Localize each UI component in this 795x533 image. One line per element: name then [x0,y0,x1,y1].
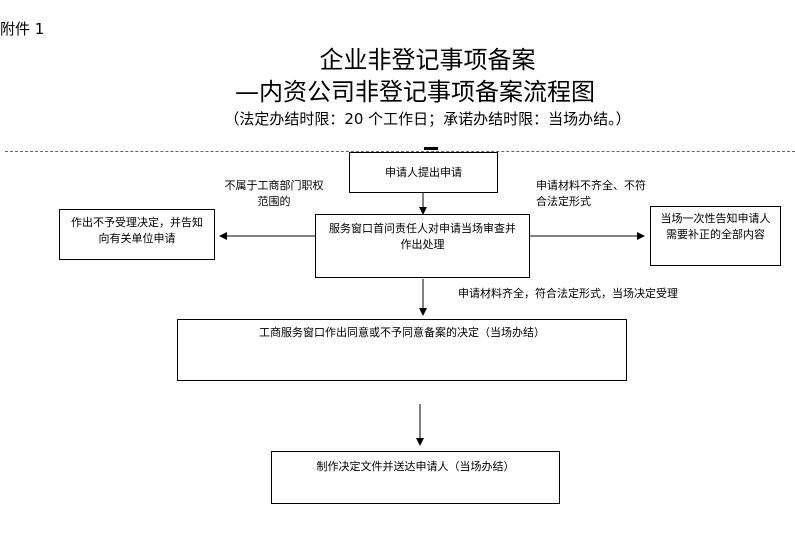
supplement-text: 当场一次性告知申请人需要补正的全部内容 [660,212,771,241]
label-not-in-scope: 不属于工商部门职权范围的 [224,179,324,208]
label-incomplete: 申请材料不齐全、不符合法定形式 [536,179,646,208]
divider-tick [424,147,438,150]
reject-box: 作出不予受理决定，并告知向有关单位申请 [59,209,215,260]
deliver-text: 制作决定文件并送达申请人（当场办结） [316,460,515,473]
label-complete: 申请材料齐全，符合法定形式，当场决定受理 [458,287,678,300]
decision-text: 工商服务窗口作出同意或不予同意备案的决定（当场办结） [259,326,545,339]
time-limit-note: （法定办结时限：20 个工作日；承诺办结时限：当场办结。） [224,110,631,128]
reject-text: 作出不予受理决定，并告知向有关单位申请 [71,216,203,245]
supplement-box: 当场一次性告知申请人需要补正的全部内容 [650,206,781,266]
apply-text: 申请人提出申请 [385,165,462,179]
decision-box: 工商服务窗口作出同意或不予同意备案的决定（当场办结） [177,319,627,381]
apply-box: 申请人提出申请 [349,152,498,193]
page-title: 企业非登记事项备案 [319,46,536,74]
divider-line [5,151,795,152]
review-box: 服务窗口首问责任人对申请当场审查并作出处理 [315,214,530,278]
deliver-box: 制作决定文件并送达申请人（当场办结） [271,451,560,504]
page-subtitle-title: —内资公司非登记事项备案流程图 [235,78,595,106]
review-text: 服务窗口首问责任人对申请当场审查并作出处理 [329,222,516,251]
attachment-label: 附件 1 [0,20,45,38]
